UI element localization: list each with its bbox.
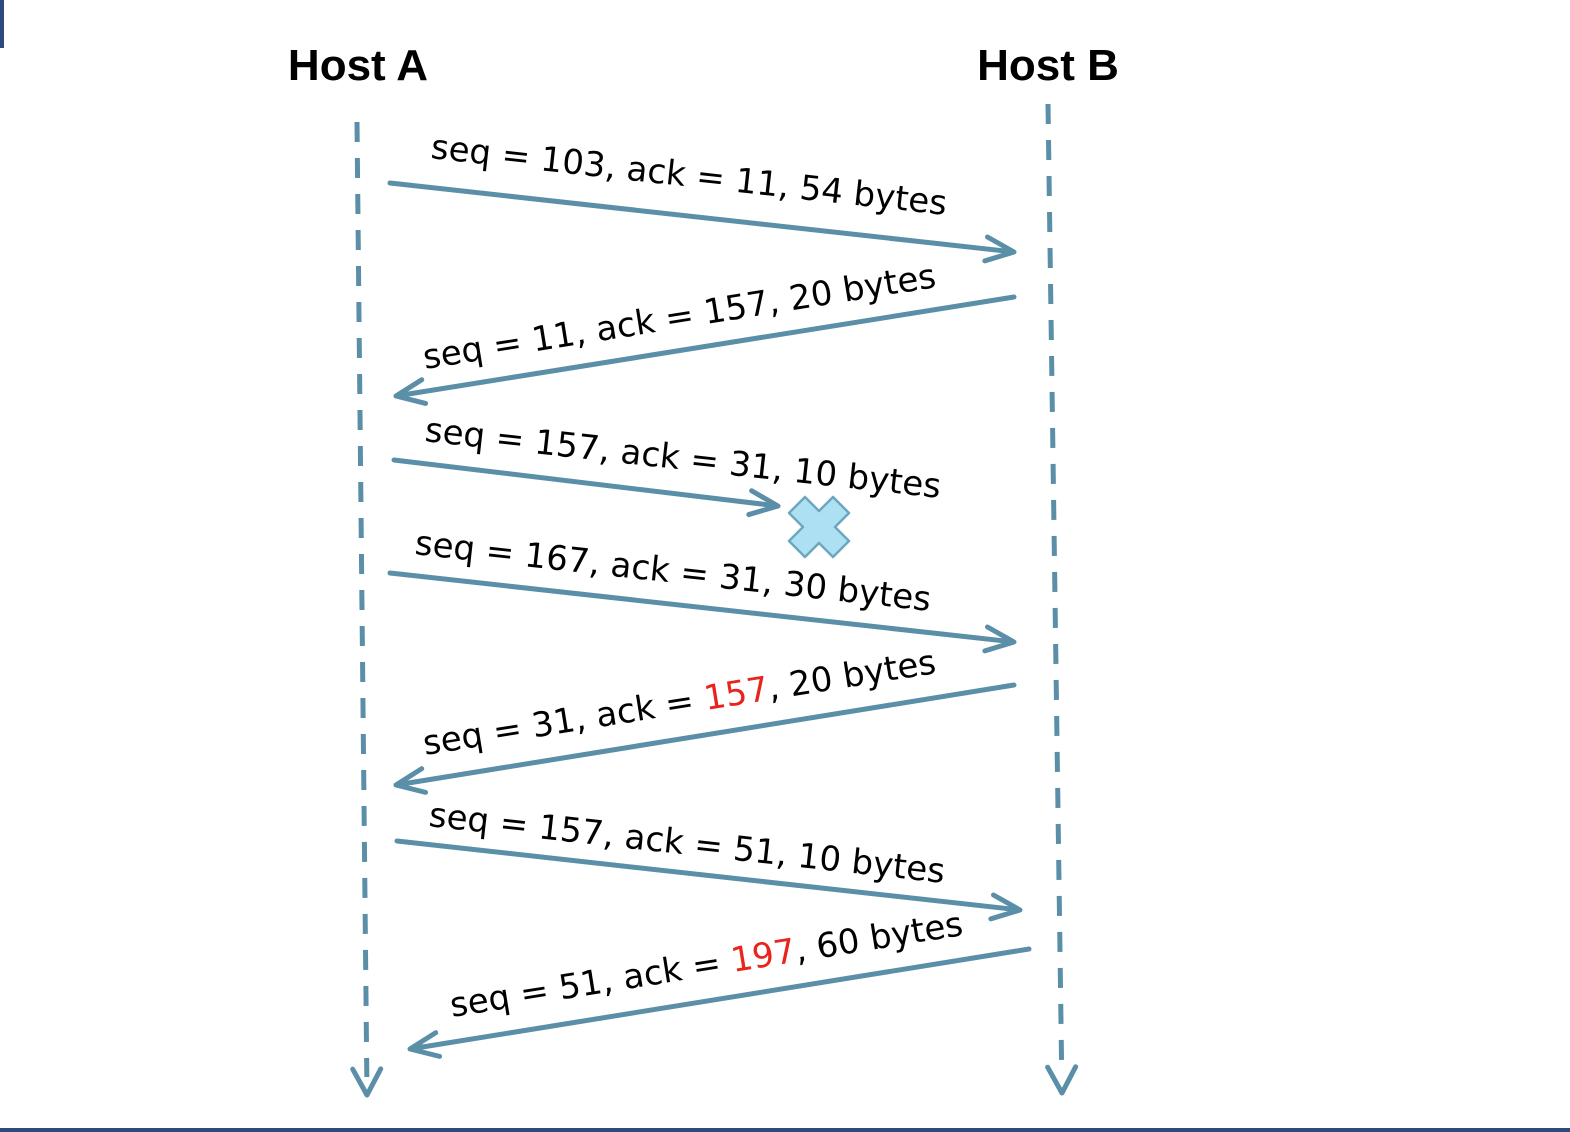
host-b-timeline	[1045, 103, 1079, 1096]
message-5: seq = 31, ack = 157, 20 bytes	[393, 642, 1017, 795]
message-6: seq = 157, ack = 51, 10 bytes	[394, 795, 1023, 922]
timeline-dashed-line	[354, 121, 370, 1078]
label-part: seq = 157, ack = 51, 10 bytes	[427, 795, 947, 892]
label-part: seq = 51, ack =	[447, 941, 734, 1025]
host-b-label: Host B	[977, 41, 1119, 90]
label-part: , 20 bytes	[765, 642, 939, 708]
message-arrow-line	[394, 838, 1019, 913]
message-label: seq = 31, ack = 157, 20 bytes	[420, 642, 939, 764]
message-arrow-line	[397, 294, 1017, 398]
message-arrow-line	[387, 180, 1013, 255]
label-part: seq = 11, ack = 157, 20 bytes	[420, 256, 939, 378]
bottom-rule	[0, 1128, 1570, 1132]
timeline-arrowhead-icon	[350, 1066, 384, 1098]
message-4: seq = 167, ack = 31, 30 bytes	[387, 523, 1017, 654]
message-label: seq = 157, ack = 51, 10 bytes	[427, 795, 947, 892]
message-label: seq = 11, ack = 157, 20 bytes	[420, 256, 939, 378]
ack-highlight: 157	[701, 669, 771, 719]
timeline-arrowhead-icon	[1045, 1064, 1079, 1096]
arrowhead-icon	[393, 377, 429, 406]
message-1: seq = 103, ack = 11, 54 bytes	[387, 127, 1017, 264]
ack-highlight: 197	[728, 931, 798, 981]
arrowhead-icon	[746, 488, 781, 518]
arrowhead-icon	[407, 1030, 443, 1059]
arrowhead-icon	[982, 624, 1017, 654]
message-7: seq = 51, ack = 197, 60 bytes	[407, 904, 1032, 1059]
timelines	[350, 103, 1079, 1098]
message-arrow-line	[391, 457, 777, 509]
message-arrow-line	[397, 682, 1017, 787]
message-label: seq = 103, ack = 11, 54 bytes	[429, 127, 949, 224]
message-list: seq = 103, ack = 11, 54 bytes seq = 11, a…	[387, 127, 1032, 1059]
timeline-dashed-line	[1045, 103, 1065, 1076]
label-part: , 60 bytes	[792, 904, 966, 970]
x-mark-icon	[787, 495, 851, 559]
arrowhead-icon	[393, 766, 429, 795]
message-2: seq = 11, ack = 157, 20 bytes	[393, 256, 1017, 406]
message-arrow-line	[411, 946, 1032, 1051]
label-part: seq = 103, ack = 11, 54 bytes	[429, 127, 949, 224]
host-a-timeline	[350, 121, 384, 1098]
message-label: seq = 51, ack = 197, 60 bytes	[447, 904, 966, 1026]
arrowhead-icon	[988, 892, 1023, 922]
host-a-label: Host A	[288, 41, 428, 90]
label-part: seq = 31, ack =	[420, 679, 707, 763]
corner-accent-bar	[0, 0, 4, 48]
arrowhead-icon	[982, 234, 1017, 264]
message-arrow-line	[387, 570, 1013, 645]
